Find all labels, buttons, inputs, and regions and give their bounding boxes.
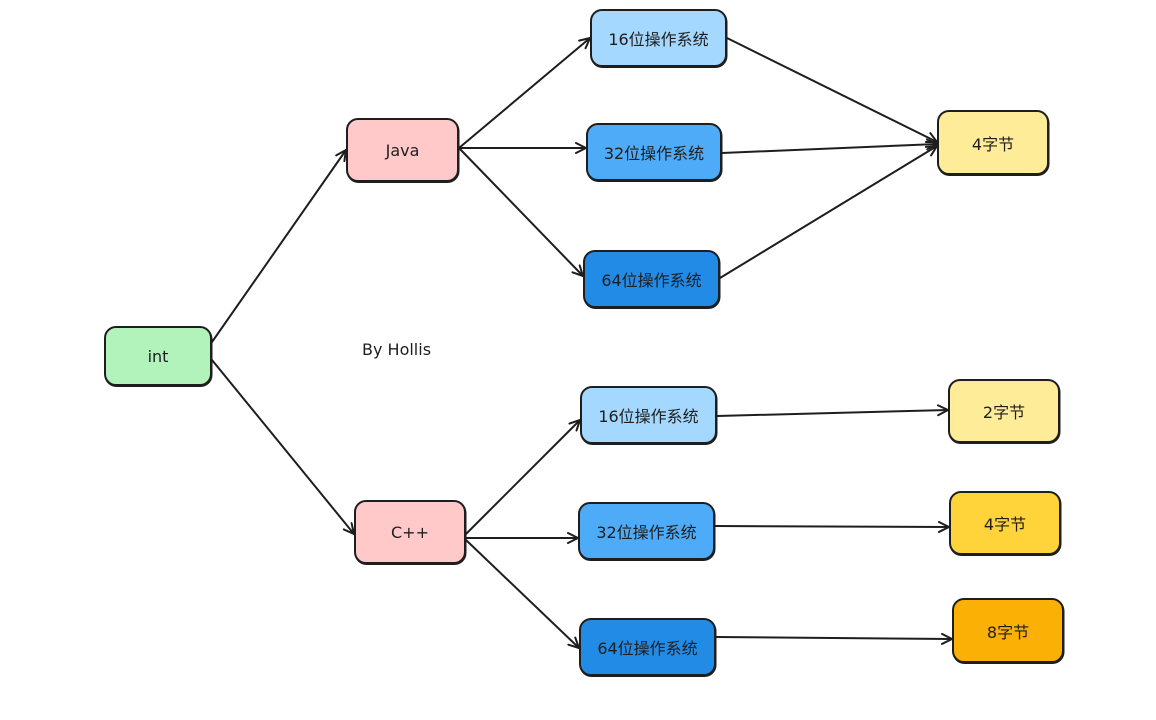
node-cpp-16bit-os[interactable]: 16位操作系统 <box>580 386 717 444</box>
node-cpp[interactable]: C++ <box>354 500 466 564</box>
node-java-size[interactable]: 4字节 <box>937 110 1049 175</box>
node-cpp-size-4-bytes-label: 4字节 <box>983 515 1027 534</box>
node-java-64bit-os[interactable]: 64位操作系统 <box>583 250 720 308</box>
node-cpp-64bit-os[interactable]: 64位操作系统 <box>579 618 716 676</box>
node-java-32bit-os[interactable]: 32位操作系统 <box>586 123 722 181</box>
node-java-64bit-os-label: 64位操作系统 <box>601 271 702 290</box>
node-java-16bit-os[interactable]: 16位操作系统 <box>590 9 727 67</box>
edge-cpp-to-64bit <box>465 539 580 649</box>
edge-cpp-to-16bit <box>465 419 581 535</box>
node-java[interactable]: Java <box>346 118 459 182</box>
node-java-32bit-os-label: 32位操作系统 <box>603 144 705 163</box>
node-cpp-64bit-os-label: 64位操作系统 <box>597 639 698 658</box>
node-java-16bit-os-label: 16位操作系统 <box>608 30 709 49</box>
node-cpp-size-2-bytes[interactable]: 2字节 <box>948 379 1060 443</box>
node-java-label: Java <box>385 140 420 160</box>
node-cpp-32bit-os[interactable]: 32位操作系统 <box>578 502 715 560</box>
watermark-text: By Hollis <box>362 340 432 359</box>
node-cpp-size-2-bytes-label: 2字节 <box>982 403 1026 422</box>
edge-cpp64-to-8-bytes <box>715 632 953 645</box>
node-java-size-label: 4字节 <box>971 134 1015 154</box>
edge-cpp16-to-2-bytes <box>716 404 949 417</box>
edge-java64-to-size <box>719 145 938 279</box>
edge-java-to-16bit <box>458 37 591 149</box>
node-cpp-label: C++ <box>391 522 429 542</box>
node-cpp-size-8-bytes-label: 8字节 <box>986 622 1030 642</box>
edge-java16-to-size <box>726 37 938 144</box>
node-cpp-size-4-bytes[interactable]: 4字节 <box>949 491 1061 555</box>
node-cpp-16bit-os-label: 16位操作系统 <box>598 407 699 426</box>
edge-java-to-64bit <box>458 147 584 277</box>
edge-int-to-cpp <box>211 359 355 535</box>
node-int[interactable]: int <box>104 326 212 386</box>
node-int-label: int <box>147 346 169 366</box>
node-cpp-size-8-bytes[interactable]: 8字节 <box>952 598 1064 663</box>
node-cpp-32bit-os-label: 32位操作系统 <box>596 523 697 542</box>
edge-int-to-java <box>211 149 347 343</box>
edge-cpp32-to-4-bytes <box>714 520 950 533</box>
edge-java32-to-size <box>721 138 938 154</box>
